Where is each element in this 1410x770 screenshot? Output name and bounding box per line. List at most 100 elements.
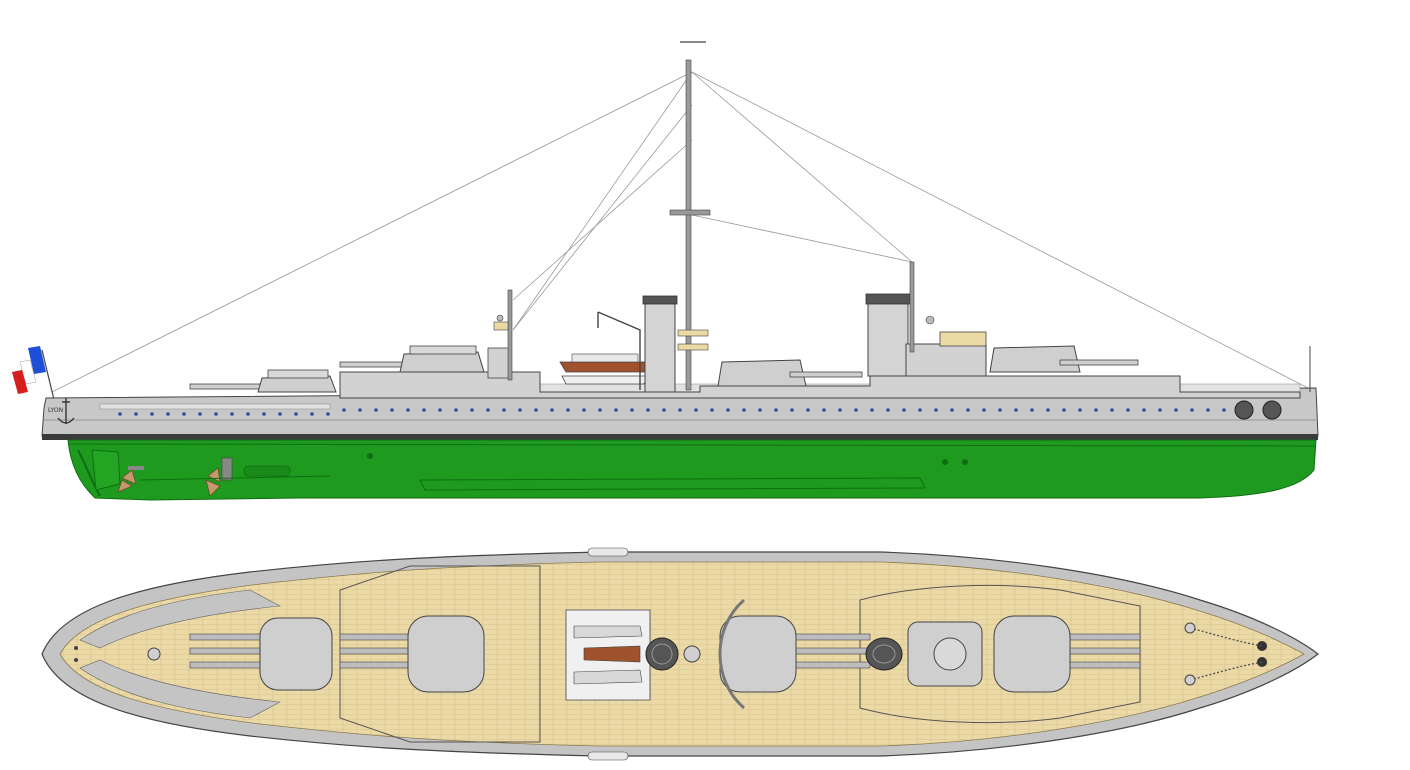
porthole — [902, 408, 906, 412]
porthole — [678, 408, 682, 412]
porthole — [182, 412, 186, 416]
porthole — [950, 408, 954, 412]
gun-turret-icon — [989, 345, 1139, 373]
hull-name: LYON — [48, 407, 63, 414]
porthole — [710, 408, 714, 412]
porthole — [1062, 408, 1066, 412]
porthole — [214, 412, 218, 416]
porthole — [998, 408, 1002, 412]
porthole — [774, 408, 778, 412]
porthole — [726, 408, 730, 412]
porthole — [118, 412, 122, 416]
porthole — [742, 408, 746, 412]
gun-turret-icon — [189, 617, 333, 691]
porthole — [630, 408, 634, 412]
aft-mast — [487, 289, 513, 381]
porthole — [1190, 408, 1194, 412]
porthole — [534, 408, 538, 412]
gun-turret-icon — [993, 615, 1141, 693]
porthole — [486, 408, 490, 412]
porthole — [1174, 408, 1178, 412]
porthole — [822, 408, 826, 412]
crane-icon — [597, 311, 641, 390]
porthole — [1078, 408, 1082, 412]
propeller-icon — [117, 466, 144, 493]
porthole — [150, 412, 154, 416]
anchor-icon — [1184, 622, 1267, 686]
funnel-icon — [865, 637, 903, 671]
hull-antifouling — [67, 439, 1317, 501]
gun-turret-icon — [189, 369, 337, 393]
porthole — [854, 408, 858, 412]
porthole — [1094, 408, 1098, 412]
side-profile: LYON — [12, 41, 1319, 501]
porthole — [246, 412, 250, 416]
boot-topping — [42, 434, 1318, 440]
porthole — [230, 412, 234, 416]
porthole — [294, 412, 298, 416]
porthole — [502, 408, 506, 412]
porthole — [662, 408, 666, 412]
porthole — [934, 408, 938, 412]
porthole — [374, 408, 378, 412]
anchor-icon — [1234, 400, 1282, 420]
porthole — [886, 408, 890, 412]
deck-planking — [59, 561, 1305, 747]
porthole — [1046, 408, 1050, 412]
porthole — [438, 408, 442, 412]
bridge — [905, 261, 987, 377]
porthole — [614, 408, 618, 412]
porthole — [870, 408, 874, 412]
funnel-icon — [642, 295, 678, 393]
porthole — [406, 408, 410, 412]
superstructure — [339, 371, 1301, 399]
porthole — [582, 408, 586, 412]
porthole — [550, 408, 554, 412]
porthole — [806, 408, 810, 412]
porthole — [470, 408, 474, 412]
deck-railing — [99, 403, 331, 410]
lifeboat-icon — [559, 353, 651, 385]
porthole — [310, 412, 314, 416]
bridge — [907, 621, 983, 687]
porthole — [598, 408, 602, 412]
rudder-icon — [91, 449, 121, 491]
porthole — [566, 408, 570, 412]
gun-turret-icon — [339, 345, 485, 373]
porthole — [278, 412, 282, 416]
top-view — [41, 547, 1319, 761]
porthole — [838, 408, 842, 412]
porthole — [646, 408, 650, 412]
main-mast — [669, 41, 711, 391]
flag-icon — [12, 346, 57, 409]
rigging — [51, 71, 1309, 393]
porthole — [694, 408, 698, 412]
porthole — [758, 408, 762, 412]
porthole — [790, 408, 794, 412]
porthole — [422, 408, 426, 412]
porthole — [982, 408, 986, 412]
porthole — [1126, 408, 1130, 412]
porthole — [1222, 408, 1226, 412]
porthole — [918, 408, 922, 412]
mast-top — [683, 645, 701, 663]
porthole — [358, 408, 362, 412]
porthole — [262, 412, 266, 416]
porthole — [1110, 408, 1114, 412]
porthole — [966, 408, 970, 412]
gun-turret-icon — [339, 615, 485, 693]
porthole — [1158, 408, 1162, 412]
porthole — [1014, 408, 1018, 412]
porthole — [134, 412, 138, 416]
gun-turret-icon — [717, 359, 863, 387]
anchor-icon — [57, 398, 75, 424]
porthole — [518, 408, 522, 412]
porthole — [1030, 408, 1034, 412]
porthole — [198, 412, 202, 416]
hull-upper — [41, 387, 1319, 437]
porthole — [326, 412, 330, 416]
porthole — [166, 412, 170, 416]
funnel-icon — [865, 293, 911, 377]
porthole — [390, 408, 394, 412]
